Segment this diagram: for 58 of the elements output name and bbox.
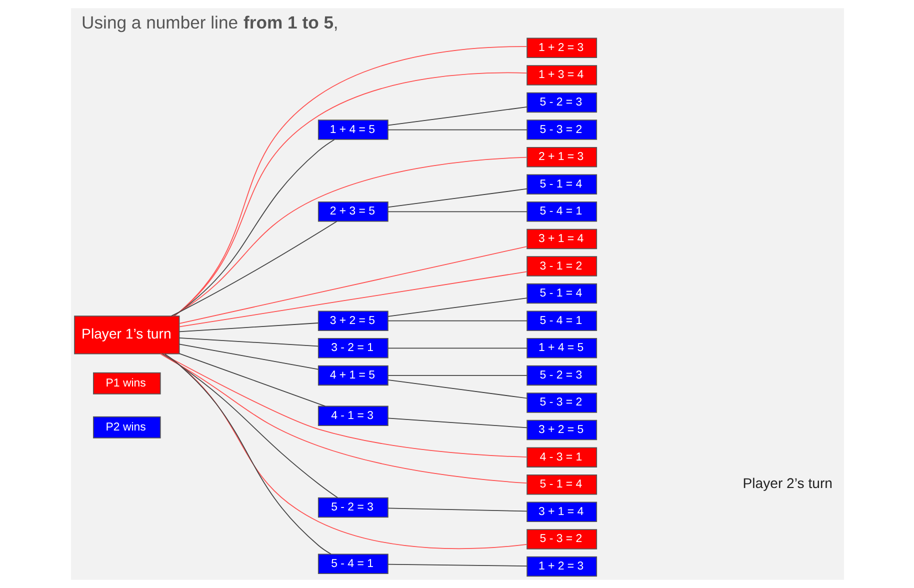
node-box: 4 + 1 = 5 — [317, 365, 388, 386]
connector — [387, 188, 527, 208]
connector — [161, 353, 338, 498]
legend-label: P1 wins — [105, 377, 146, 390]
node-box: 1 + 4 = 5 — [526, 338, 597, 358]
connector — [172, 156, 527, 316]
connector — [178, 353, 326, 407]
connector — [172, 139, 334, 316]
connector — [163, 354, 527, 550]
node-box: 1 + 2 = 3 — [526, 38, 597, 58]
node-box: 1 + 3 = 4 — [526, 65, 597, 86]
label: Player 2’s turn — [742, 474, 832, 491]
node-box: Player 1’s turn — [74, 316, 180, 354]
node-box: 5 - 1 = 4 — [526, 174, 597, 195]
connector — [170, 220, 337, 316]
node-box: 4 - 1 = 3 — [317, 406, 388, 426]
node-box: 5 - 4 = 1 — [526, 310, 597, 331]
node-box: 5 - 2 = 3 — [317, 497, 388, 518]
node-box: 3 + 1 = 4 — [526, 502, 597, 522]
legend-label: P2 wins — [105, 421, 146, 434]
connector — [387, 320, 527, 322]
connector — [387, 348, 527, 349]
node-box: 1 + 2 = 3 — [526, 556, 597, 577]
connector — [160, 354, 527, 484]
node-box: 5 - 1 = 4 — [526, 474, 597, 495]
connector — [387, 375, 527, 376]
node-box: 5 - 3 = 2 — [526, 392, 597, 413]
node-box: 3 - 2 = 1 — [317, 338, 388, 358]
node-box: 2 + 3 = 5 — [317, 202, 388, 222]
node-box: 3 + 1 = 4 — [526, 228, 597, 250]
node-box: 2 + 1 = 3 — [526, 146, 597, 168]
connector — [178, 271, 527, 328]
node-box: 1 + 4 = 5 — [317, 120, 388, 140]
node-box: 4 - 3 = 1 — [526, 447, 597, 468]
connector — [178, 338, 318, 347]
connector — [387, 379, 527, 399]
node-box: 5 - 1 = 4 — [526, 283, 597, 304]
node-box: 5 - 4 = 1 — [317, 554, 388, 574]
connector — [387, 211, 527, 212]
connector — [387, 508, 527, 512]
diagram-title: Using a number line from 1 to 5, — [81, 12, 338, 33]
connector — [387, 106, 527, 126]
connector — [387, 418, 527, 428]
node-box: 5 - 4 = 1 — [526, 202, 597, 222]
connector — [164, 354, 331, 554]
connector — [387, 564, 527, 566]
connector — [178, 246, 527, 324]
connector — [387, 129, 527, 130]
node-box: 5 - 3 = 2 — [526, 529, 597, 550]
node-box: 3 + 2 = 5 — [317, 310, 388, 331]
node-box: 3 + 2 = 5 — [526, 420, 597, 440]
node-box: 5 - 3 = 2 — [526, 120, 597, 140]
node-box: 5 - 2 = 3 — [526, 92, 597, 113]
node-box: 3 - 1 = 2 — [526, 256, 597, 276]
connector — [178, 322, 318, 332]
connector — [178, 344, 318, 370]
connector — [387, 298, 527, 317]
node-box: 5 - 2 = 3 — [526, 365, 597, 386]
